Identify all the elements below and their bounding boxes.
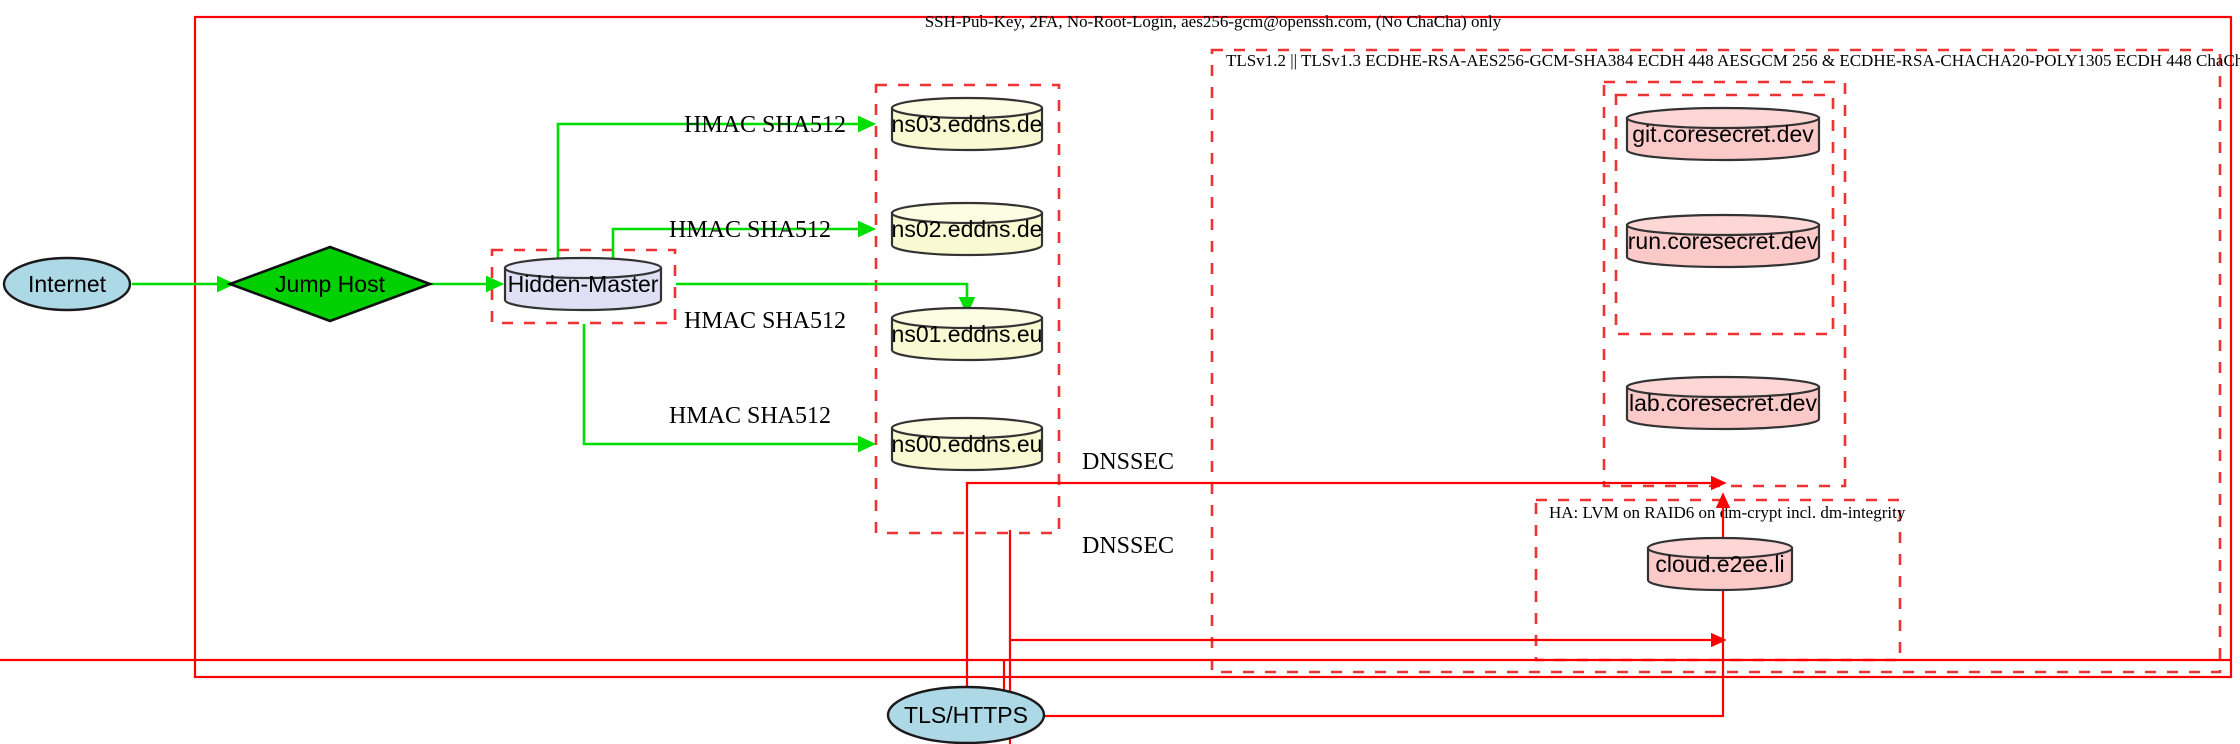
node-run-coresecret-dev[interactable]: run.coresecret.dev [1625,213,1821,269]
edge-label-dnssec-upper: DNSSEC [1082,449,1174,475]
run-top [1625,213,1821,237]
edge-hidden-master-to-ns00 [582,324,873,444]
lab-label: lab.coresecret.dev [1629,390,1817,416]
ns01-top [890,306,1044,330]
ns00-body [890,426,1044,472]
ns01-body [890,316,1044,362]
node-cloud-e2ee-li[interactable]: cloud.e2ee.li [1646,536,1794,592]
jump-host-label: Jump Host [275,271,386,297]
node-ns03[interactable]: ns03.eddns.de [890,96,1044,152]
git-top [1625,106,1821,130]
tls-https-label: TLS/HTTPS [904,702,1028,728]
hidden-master-top [503,256,663,280]
zone-coresecret-outer [1602,80,1847,488]
jump-host-diamond [226,245,434,323]
ns00-label: ns00.eddns.eu [892,431,1043,457]
node-ns02[interactable]: ns02.eddns.de [890,201,1044,257]
node-ns01[interactable]: ns01.eddns.eu [890,306,1044,362]
ns02-top [890,201,1044,225]
node-ns00[interactable]: ns00.eddns.eu [890,416,1044,472]
ns02-label: ns02.eddns.de [892,216,1043,242]
ns00-top [890,416,1044,440]
edge-label-dnssec-lower: DNSSEC [1082,533,1174,559]
zone-tls-label: TLSv1.2 || TLSv1.3 ECDHE-RSA-AES256-GCM-… [1226,51,2240,70]
ns02-body [890,211,1044,257]
zone-ssh-outer-label: SSH-Pub-Key, 2FA, No-Root-Login, aes256-… [925,12,1502,31]
edge-hidden-master-to-ns03 [556,124,873,262]
git-body [1625,116,1821,162]
node-hidden-master[interactable]: Hidden-Master [503,256,663,312]
edge-dnssec-upper [965,483,1724,487]
hidden-master-body [503,266,663,312]
ns03-body [890,106,1044,152]
zone-tls [1210,48,2222,674]
edge-label-hmac-ns03: HMAC SHA512 [684,112,846,138]
edge-hidden-master-to-ns01 [676,282,967,312]
node-git-coresecret-dev[interactable]: git.coresecret.dev [1625,106,1821,162]
zone-hidden-master [490,248,677,325]
node-internet[interactable]: Internet [2,256,132,312]
edge-label-hmac-ns00: HMAC SHA512 [669,403,831,429]
node-lab-coresecret-dev[interactable]: lab.coresecret.dev [1625,375,1821,431]
node-jump-host[interactable]: Jump Host [226,245,434,323]
cloud-top [1646,536,1794,560]
ns01-label: ns01.eddns.eu [892,321,1043,347]
run-label: run.coresecret.dev [1628,228,1819,254]
internet-ellipse [2,256,132,312]
edge-label-hmac-ns02: HMAC SHA512 [669,217,831,243]
run-body [1625,223,1821,269]
cloud-body [1646,546,1794,592]
lab-top [1625,375,1821,399]
ns03-top [890,96,1044,120]
git-label: git.coresecret.dev [1632,121,1814,147]
ns03-label: ns03.eddns.de [892,111,1043,137]
zone-dns-cluster [874,83,1061,535]
zone-ha-label: HA: LVM on RAID6 on dm-crypt incl. dm-in… [1549,503,1906,522]
zone-ssh-outer [193,15,2233,679]
zone-coresecret-inner [1614,93,1835,336]
cloud-label: cloud.e2ee.li [1655,551,1784,577]
edge-hidden-master-to-ns02 [611,229,873,262]
internet-label: Internet [28,271,107,297]
hidden-master-label: Hidden-Master [508,271,659,297]
lab-body [1625,385,1821,431]
tls-https-ellipse [886,685,1046,744]
node-tls-https[interactable]: TLS/HTTPS [886,685,1046,744]
edge-tls-https-to-cloud [1045,495,1723,718]
edge-label-hmac-ns01: HMAC SHA512 [684,308,846,334]
